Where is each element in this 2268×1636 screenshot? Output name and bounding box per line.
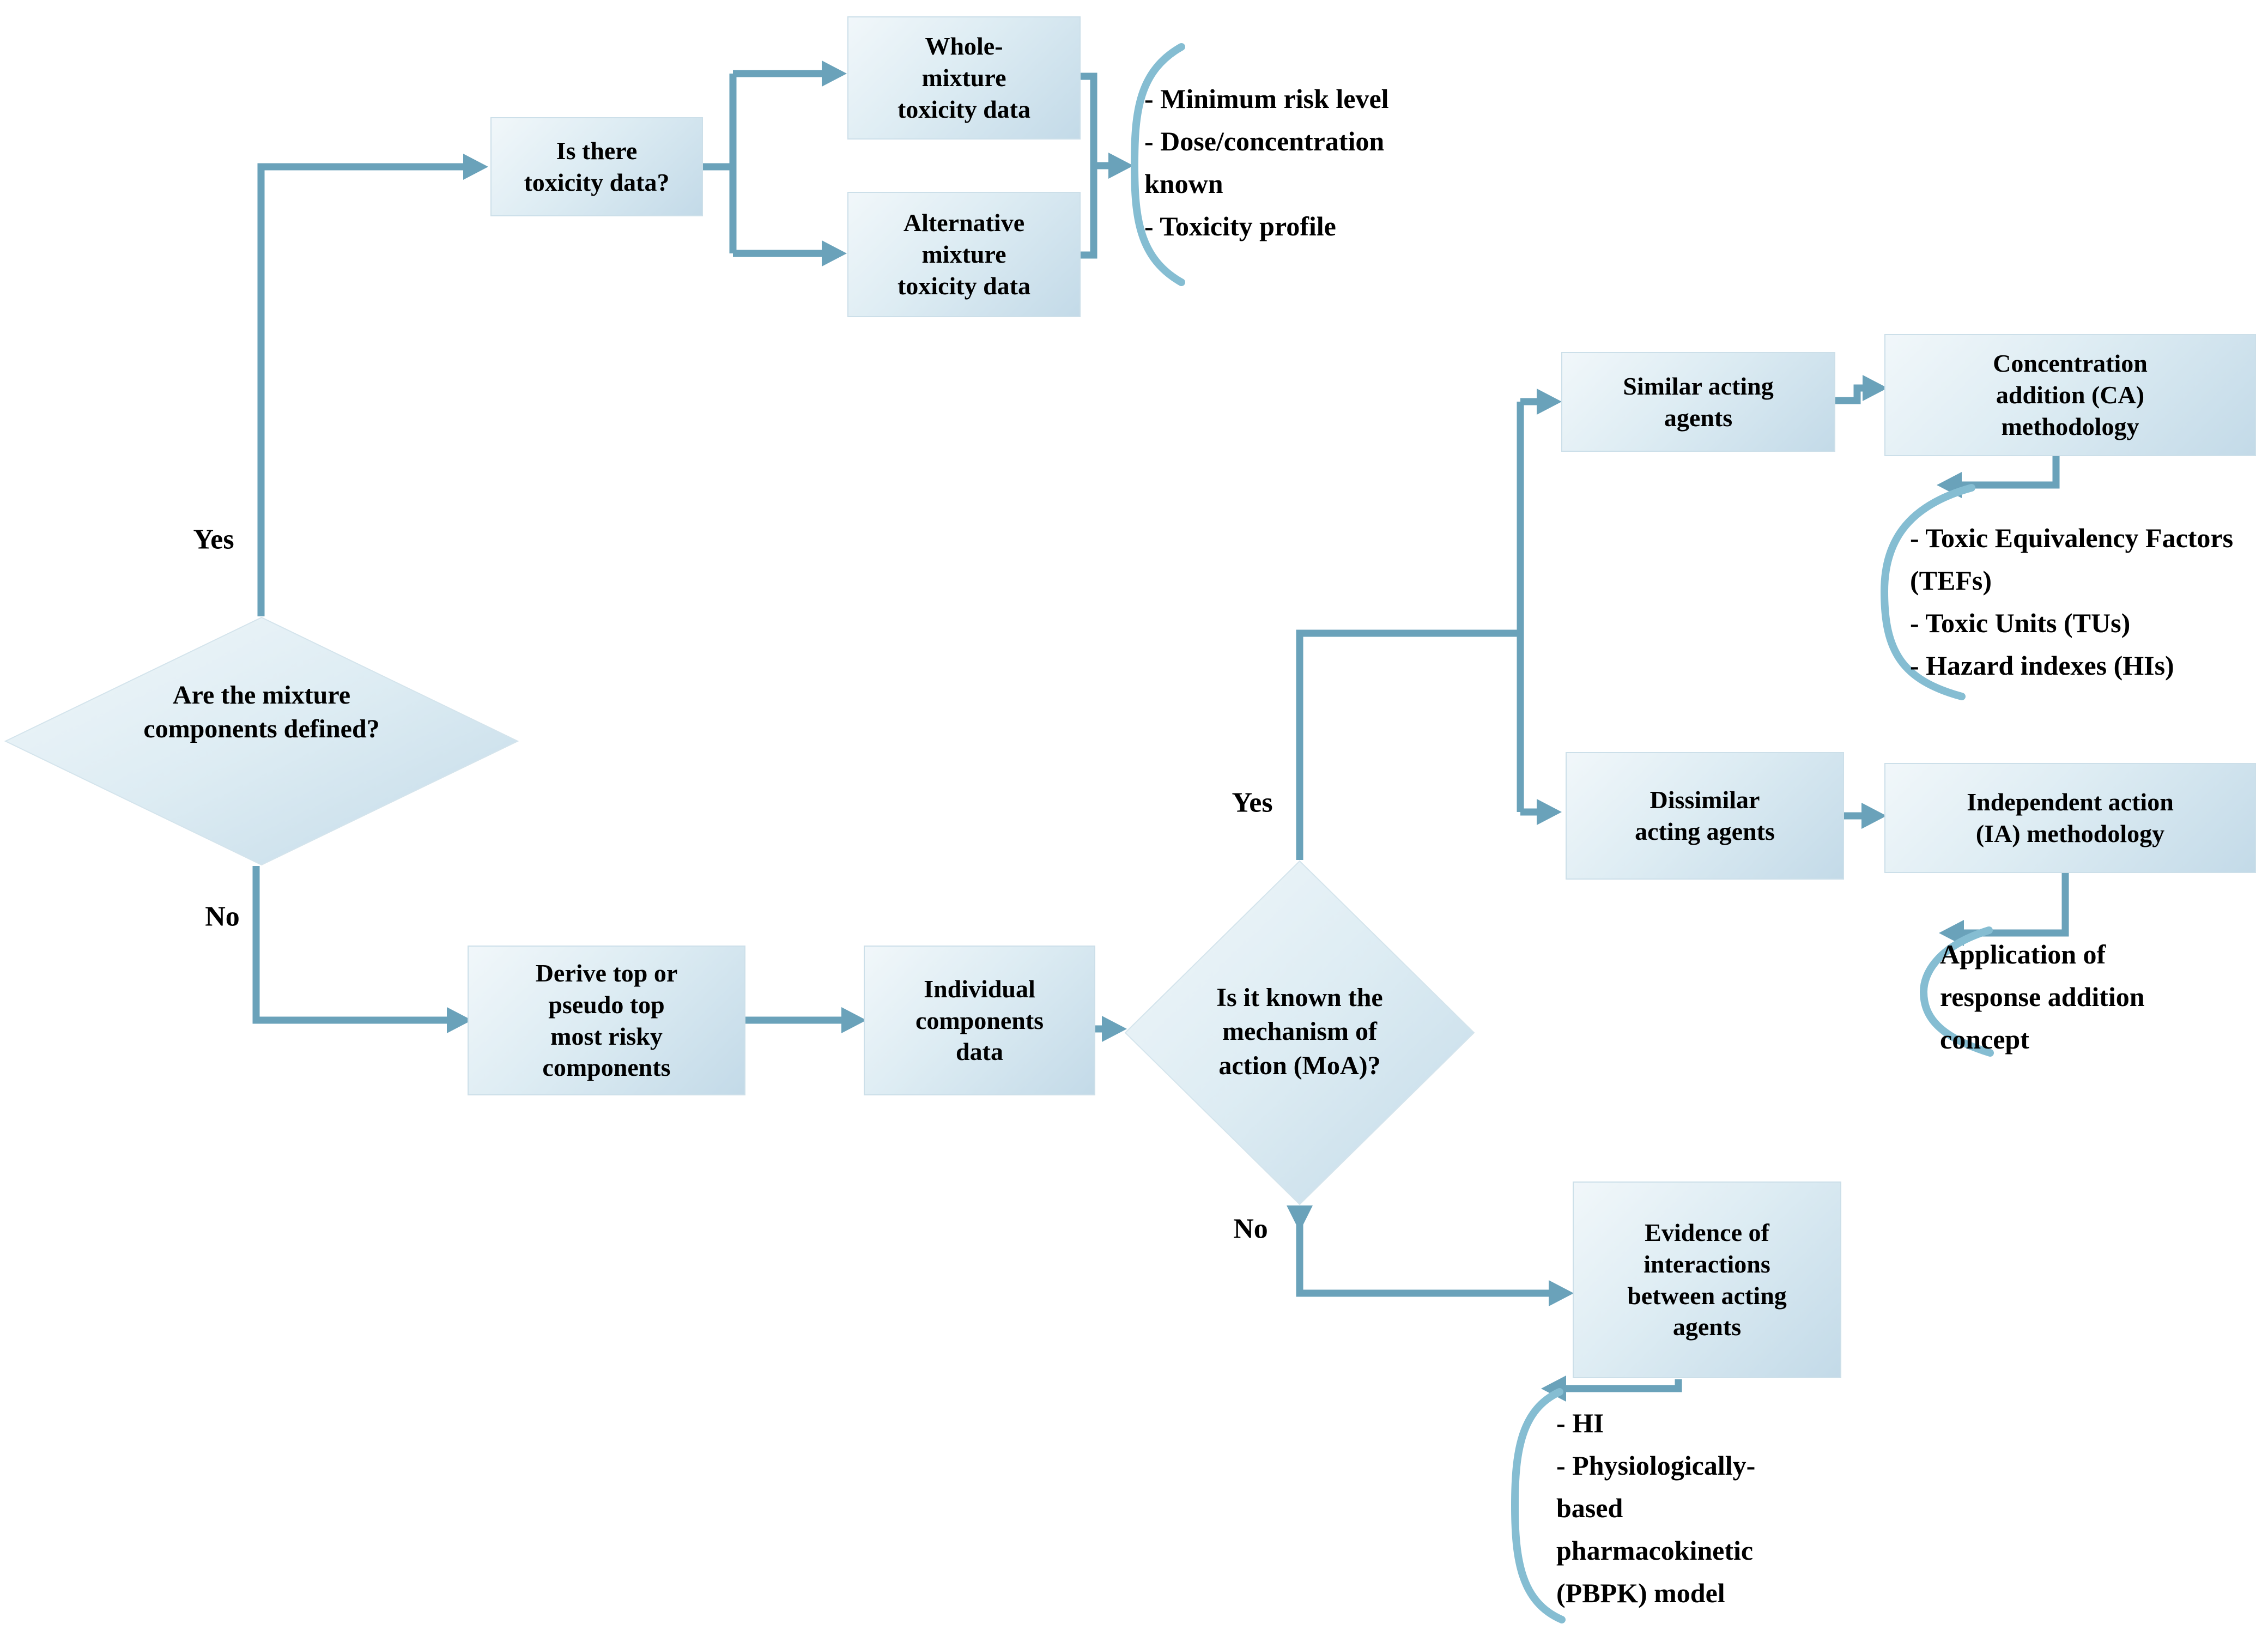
branch-label-no-moa: No bbox=[1233, 1213, 1268, 1245]
notes-ca-methods: - Toxic Equivalency Factors (TEFs) - Tox… bbox=[1910, 523, 2234, 681]
notes-ia-response-addition: Application of response addition concept bbox=[1940, 939, 2145, 1055]
diamond-label-moa: Is it known the mechanism of action (MoA… bbox=[1216, 983, 1383, 1080]
arrowhead-icon bbox=[447, 1007, 472, 1033]
box-individual-components-data: Individual components data bbox=[864, 946, 1095, 1095]
arrowhead-icon bbox=[841, 1007, 866, 1033]
box-independent-action-methodology: Independent action (IA) methodology bbox=[1884, 763, 2256, 873]
connector-evidence-to-notes bbox=[1566, 1379, 1682, 1392]
box-similar-acting-agents: Similar acting agents bbox=[1561, 352, 1835, 452]
box-dissimilar-acting-agents: Dissimilar acting agents bbox=[1566, 752, 1844, 880]
box-is-there-toxicity-data: Is there toxicity data? bbox=[490, 117, 703, 216]
diamond-are-mixture-components-defined bbox=[4, 616, 519, 866]
connector-similar-to-ca bbox=[1835, 384, 1863, 404]
curly-bracket-icon bbox=[1130, 43, 1185, 286]
arrowhead-icon bbox=[1102, 1016, 1127, 1042]
arrowhead-icon bbox=[1537, 389, 1562, 415]
connector-no-to-derive bbox=[252, 866, 447, 1024]
branch-label-yes-moa: Yes bbox=[1232, 787, 1273, 819]
connector-ca-to-notes bbox=[1962, 456, 2060, 489]
branch-label-no-components: No bbox=[205, 901, 240, 932]
box-derive-top-risky-components: Derive top or pseudo top most risky comp… bbox=[468, 946, 745, 1095]
arrowhead-icon bbox=[822, 240, 847, 266]
arrowhead-icon bbox=[1863, 375, 1888, 401]
diamond-label-components-defined: Are the mixture components defined? bbox=[143, 681, 380, 744]
connector-toxicity-split bbox=[703, 74, 737, 253]
connector-ia-to-notes bbox=[1964, 873, 2069, 937]
box-alternative-mixture-toxicity-data: Alternative mixture toxicity data bbox=[847, 192, 1081, 317]
arrowhead-icon bbox=[1537, 799, 1562, 825]
branch-label-yes-components: Yes bbox=[193, 524, 234, 555]
arrowhead-icon bbox=[822, 60, 847, 87]
arrowhead-icon bbox=[1287, 1205, 1313, 1232]
connector-no-to-evidence bbox=[1296, 1224, 1549, 1297]
box-concentration-addition-methodology: Concentration addition (CA) methodology bbox=[1884, 334, 2256, 456]
curly-bracket-icon bbox=[1880, 484, 1975, 700]
connector-yes-to-toxicity-question bbox=[257, 163, 463, 616]
arrowhead-icon bbox=[1108, 153, 1133, 179]
notes-mixture-data: - Minimum risk level - Dose/concentratio… bbox=[1144, 83, 1389, 241]
curly-bracket-icon bbox=[1511, 1388, 1566, 1623]
arrowhead-icon bbox=[1861, 803, 1887, 829]
diamond-is-moa-known bbox=[1124, 860, 1475, 1205]
box-evidence-of-interactions: Evidence of interactions between acting … bbox=[1573, 1181, 1841, 1378]
arrowhead-icon bbox=[463, 154, 488, 180]
arrowhead-icon bbox=[1549, 1280, 1574, 1306]
connector-yes-moa-split bbox=[1296, 398, 1537, 860]
connector-data-join bbox=[1081, 72, 1097, 259]
curly-bracket-icon bbox=[1919, 926, 1994, 1057]
box-whole-mixture-toxicity-data: Whole- mixture toxicity data bbox=[847, 16, 1081, 140]
notes-evidence-models: - HI - Physiologically-based pharmacokin… bbox=[1556, 1408, 1756, 1608]
